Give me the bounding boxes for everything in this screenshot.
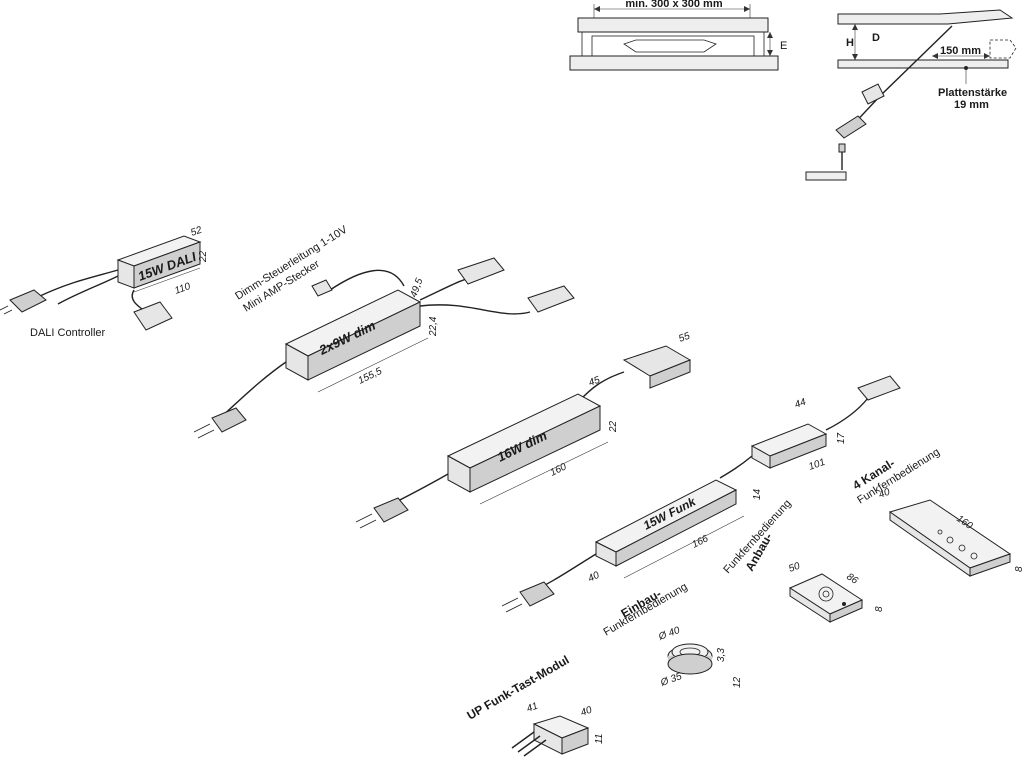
- transformer-small: [861, 83, 885, 105]
- plug-tiny: [838, 143, 846, 153]
- floor-box: [805, 171, 847, 181]
- dali-dim-110: 110: [173, 281, 192, 297]
- base-plate: [569, 55, 779, 71]
- dim-2x9w-49-5: 49,5: [408, 277, 425, 299]
- lower-board: [837, 59, 1009, 69]
- recess-inner: [591, 35, 755, 57]
- dim-16w-45: 45: [587, 375, 602, 389]
- dim-16w-22: 22: [608, 420, 619, 433]
- dim-150mm: 150 mm: [940, 45, 981, 57]
- dim-d: D: [872, 32, 880, 44]
- dim-2x9w-155-5: 155,5: [356, 366, 384, 387]
- dim-2x9w-22-4: 22,4: [428, 316, 439, 337]
- funk-mains-plug: [519, 581, 555, 607]
- remote-4-channel-drawing: 4 Kanal- Funkfernbedienung 40 160 8: [850, 446, 1024, 577]
- dim-cable-label-1: Dimm-Steuerleitung 1-10V: [233, 223, 350, 302]
- einbau-dim-3-3: 3,3: [716, 648, 727, 662]
- dali-dim-22: 22: [198, 250, 209, 263]
- anbau-dim-86: 86: [844, 571, 860, 587]
- up-funk-module-drawing: UP Funk-Tast-Modul 41 40 11: [465, 653, 605, 757]
- up-label: UP Funk-Tast-Modul: [465, 653, 572, 723]
- plate-thickness-value: 19 mm: [954, 99, 989, 111]
- dim-16w-mains-plug: [373, 497, 409, 523]
- anbau-dim-8: 8: [874, 606, 885, 612]
- funk-dim-44: 44: [793, 397, 808, 411]
- remote-einbau-drawing: Einbau- Funkfernbedienung Ø 40 Ø 35 3,3 …: [602, 581, 744, 689]
- cable-routing-diagram: H D 150 mm Plattenstärke 19 mm: [805, 9, 1017, 181]
- dim-2x9w-mains-plug: [211, 407, 247, 433]
- remote4-dim-8: 8: [1014, 566, 1024, 572]
- dim-16w-160: 160: [548, 461, 568, 478]
- einbau-dim-d35: Ø 35: [658, 671, 683, 689]
- funk-dim-17: 17: [836, 432, 847, 444]
- recess-section-diagram: min. 300 x 300 mm E: [569, 0, 787, 71]
- mini-amp-plug: [311, 279, 333, 297]
- funk-15w-drawing: 44 17 101 15W Funk 14 166 40: [501, 375, 901, 613]
- remote4-dim-40: 40: [877, 487, 892, 501]
- dali-mains-plug: [9, 289, 47, 313]
- einbau-dim-12: 12: [732, 676, 743, 688]
- dim-e: E: [780, 40, 787, 52]
- up-dim-41: 41: [525, 701, 539, 715]
- dim-2x9w-connector-b: [527, 285, 575, 313]
- upper-board: [837, 9, 1014, 25]
- top-plate: [577, 17, 769, 33]
- dim-2x9w-drawing: Dimm-Steuerleitung 1-10V Mini AMP-Stecke…: [193, 223, 575, 439]
- funk-dim-101: 101: [807, 457, 826, 473]
- funk-dim-14: 14: [752, 488, 763, 500]
- dim-16w-55: 55: [677, 331, 692, 345]
- dim-2x9w-connector-a: [457, 257, 505, 285]
- luminaire-profile: [623, 39, 717, 53]
- dashed-fixture: [989, 39, 1017, 59]
- up-dim-40: 40: [579, 705, 594, 719]
- dali-connector: [133, 301, 173, 331]
- funk-dim-40: 40: [586, 570, 601, 585]
- connector-small: [835, 115, 867, 139]
- up-dim-11: 11: [594, 734, 605, 744]
- funk-connector: [857, 375, 901, 401]
- dali-caption: DALI Controller: [30, 327, 106, 339]
- dali-dim-52: 52: [189, 225, 204, 239]
- plate-thickness-label: Plattenstärke: [938, 87, 1007, 99]
- anbau-dim-50: 50: [787, 561, 802, 575]
- dim-min-300: min. 300 x 300 mm: [625, 0, 722, 10]
- dim-h: H: [846, 37, 854, 49]
- remote-anbau-drawing: Anbau- Funkfernbedienung 50 86 8: [721, 498, 885, 623]
- dali-controller-drawing: 15W DALI 52 22 110 DALI Controller: [0, 225, 209, 339]
- dim-16w-drawing: 55 16W dim 45 22 160: [355, 331, 692, 529]
- einbau-dim-d40: Ø 40: [656, 625, 681, 643]
